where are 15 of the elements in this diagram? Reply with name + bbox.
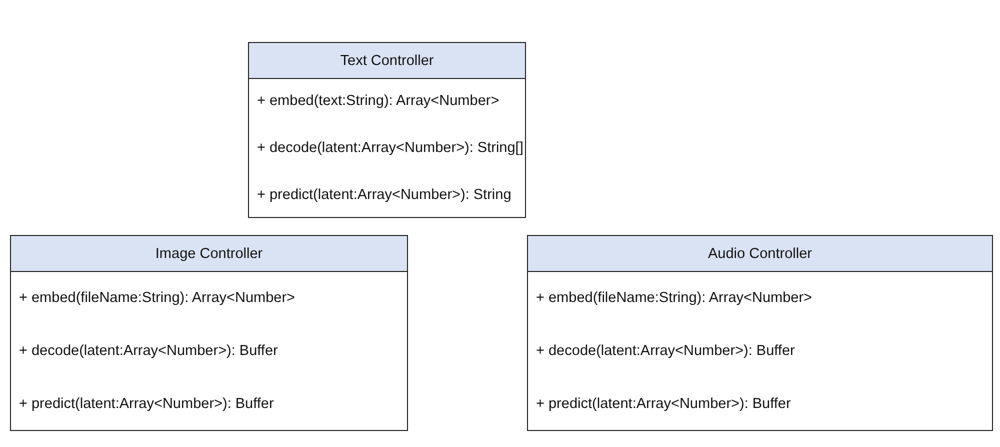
class-box xyxy=(10,235,408,431)
class-box xyxy=(527,235,993,431)
method-signature: + predict(latent:Array<Number>): Buffer xyxy=(536,395,791,414)
method-signature: + decode(latent:Array<Number>): Buffer xyxy=(536,342,795,360)
method-signature: + decode(latent:Array<Number>): String[] xyxy=(257,139,524,157)
method-signature: + embed(text:String): Array<Number> xyxy=(257,92,500,110)
method-signature: + embed(fileName:String): Array<Number> xyxy=(536,288,812,307)
class-name-header: Image Controller xyxy=(11,236,407,272)
class-box xyxy=(248,42,526,218)
method-signature: + predict(latent:Array<Number>): Buffer xyxy=(19,395,274,414)
class-name-header: Audio Controller xyxy=(528,236,992,272)
method-signature: + decode(latent:Array<Number>): Buffer xyxy=(19,342,278,360)
class-name-header: Text Controller xyxy=(249,43,525,79)
method-signature: + embed(fileName:String): Array<Number> xyxy=(19,288,296,307)
method-signature: + predict(latent:Array<Number>): String xyxy=(257,186,512,204)
